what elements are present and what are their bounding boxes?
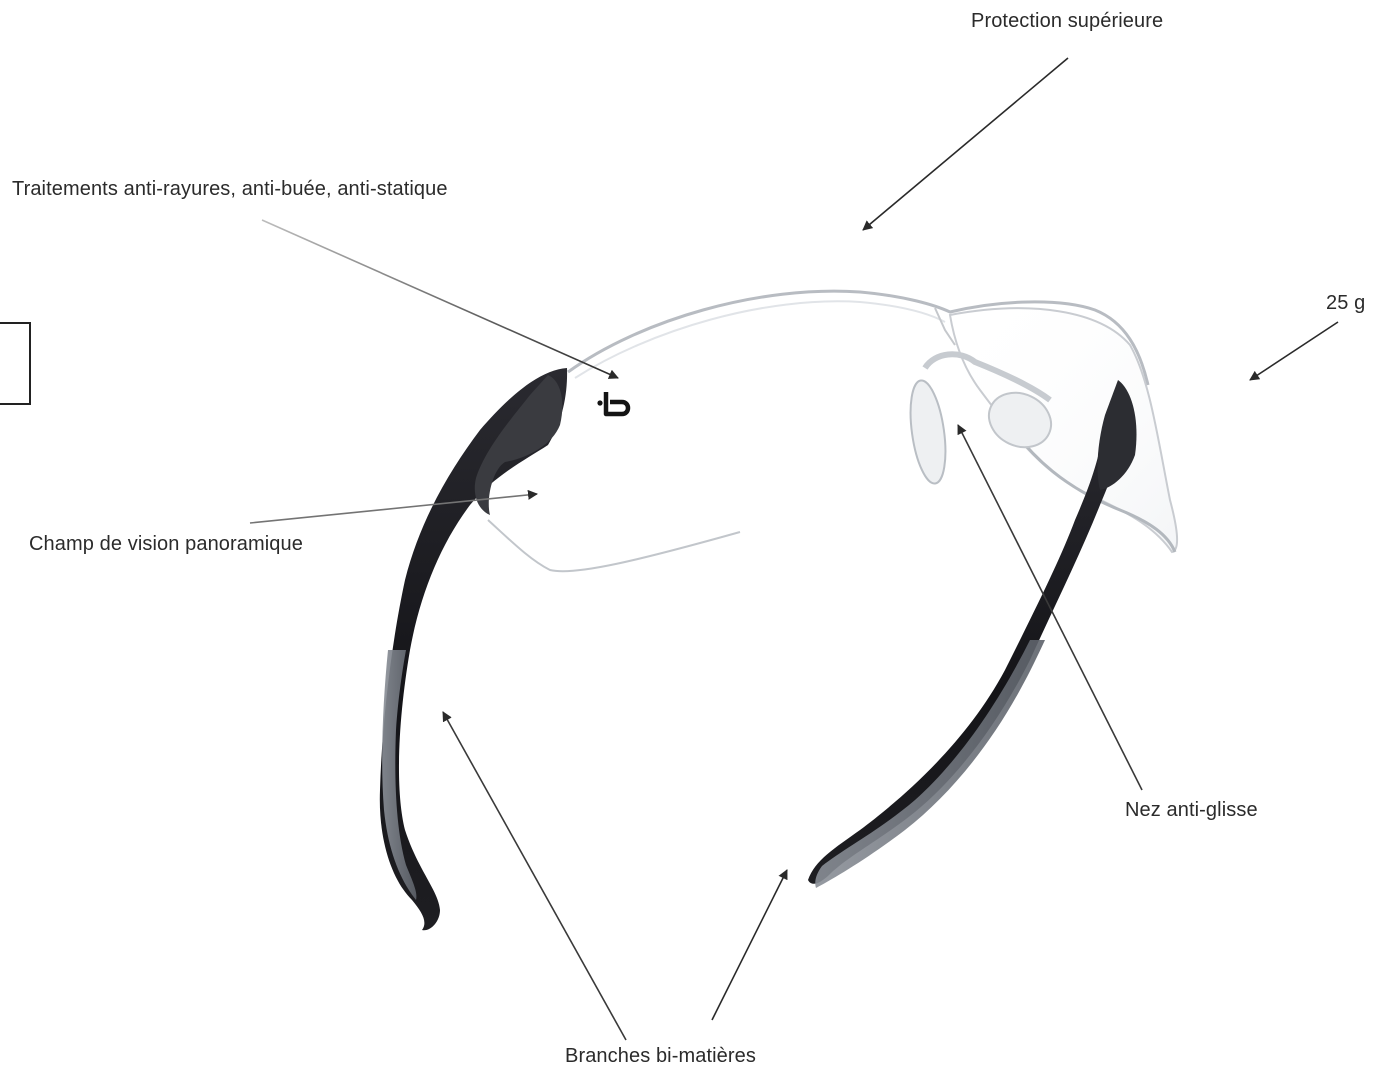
arrow-poids — [1250, 322, 1338, 380]
bolle-b-logo-icon — [597, 392, 628, 414]
glasses-illustration — [380, 291, 1177, 930]
edge-frame-box — [0, 322, 31, 405]
label-traitements: Traitements anti-rayures, anti-buée, ant… — [12, 178, 448, 201]
label-champ-vision: Champ de vision panoramique — [29, 533, 303, 556]
right-arm-grip — [815, 640, 1045, 888]
label-protection-superieure: Protection supérieure — [971, 10, 1163, 33]
lens-right — [950, 308, 1177, 552]
left-temple-arm — [380, 368, 567, 930]
lens-top-edge-inner — [575, 301, 945, 378]
arrow-protection-superieure — [863, 58, 1068, 230]
arrow-branches-left — [443, 712, 626, 1040]
arrow-branches-right — [712, 870, 787, 1020]
arrow-traitements — [262, 220, 618, 378]
arrow-champ-vision — [250, 494, 537, 523]
label-nez: Nez anti-glisse — [1125, 799, 1258, 822]
label-poids: 25 g — [1326, 292, 1365, 315]
lens-left-lower-edge — [488, 520, 740, 571]
label-branches: Branches bi-matières — [565, 1045, 756, 1068]
